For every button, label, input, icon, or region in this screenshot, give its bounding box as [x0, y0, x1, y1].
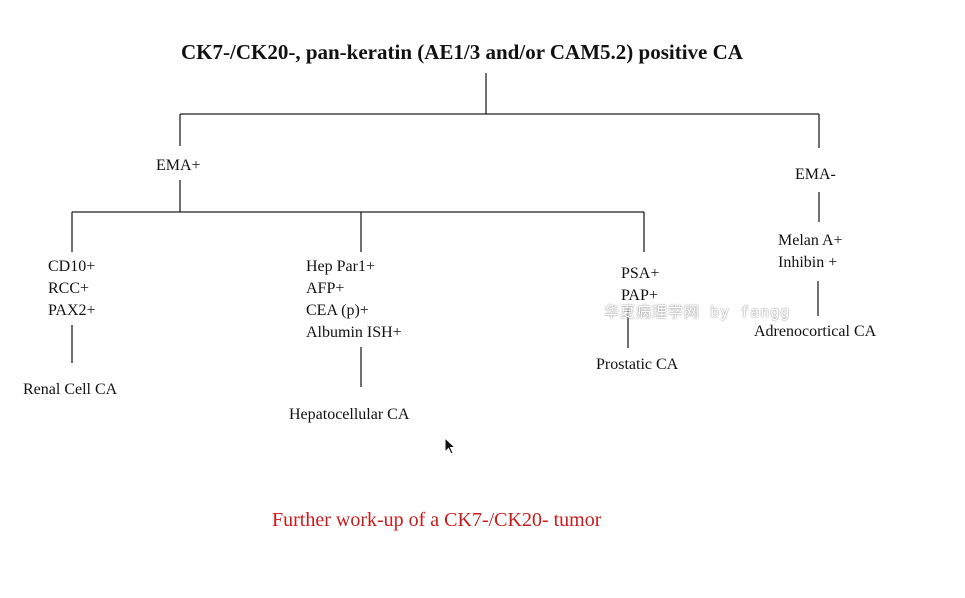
result-adrenocortical-ca: Adrenocortical CA — [754, 323, 877, 340]
marker-rcc: RCC+ — [48, 280, 90, 297]
marker-cea: CEA (p)+ — [306, 302, 369, 319]
node-ema-positive: EMA+ — [156, 157, 201, 174]
marker-cd10: CD10+ — [48, 258, 96, 275]
prostatic-markers: PSA+ PAP+ — [621, 263, 659, 307]
diagram-title: CK7-/CK20-, pan-keratin (AE1/3 and/or CA… — [181, 40, 743, 64]
marker-inhibin: Inhibin + — [778, 254, 838, 271]
marker-pax2: PAX2+ — [48, 302, 96, 319]
result-renal-cell-ca: Renal Cell CA — [23, 381, 118, 398]
hepatocellular-markers: Hep Par1+ AFP+ CEA (p)+ Albumin ISH+ — [306, 256, 402, 344]
marker-hep-par1: Hep Par1+ — [306, 258, 376, 275]
result-hepatocellular-ca: Hepatocellular CA — [289, 406, 410, 423]
marker-psa: PSA+ — [621, 265, 660, 282]
adrenocortical-markers: Melan A+ Inhibin + — [778, 230, 843, 274]
marker-albumin-ish: Albumin ISH+ — [306, 324, 402, 341]
slide-caption: Further work-up of a CK7-/CK20- tumor — [272, 509, 602, 531]
marker-afp: AFP+ — [306, 280, 345, 297]
mouse-pointer-icon — [444, 437, 457, 455]
watermark-text: 华夏病理学网 by fangg — [604, 303, 791, 321]
renal-markers: CD10+ RCC+ PAX2+ — [48, 256, 96, 322]
result-prostatic-ca: Prostatic CA — [596, 356, 679, 373]
marker-melan-a: Melan A+ — [778, 232, 843, 249]
marker-pap: PAP+ — [621, 287, 658, 304]
node-ema-negative: EMA- — [795, 166, 836, 183]
